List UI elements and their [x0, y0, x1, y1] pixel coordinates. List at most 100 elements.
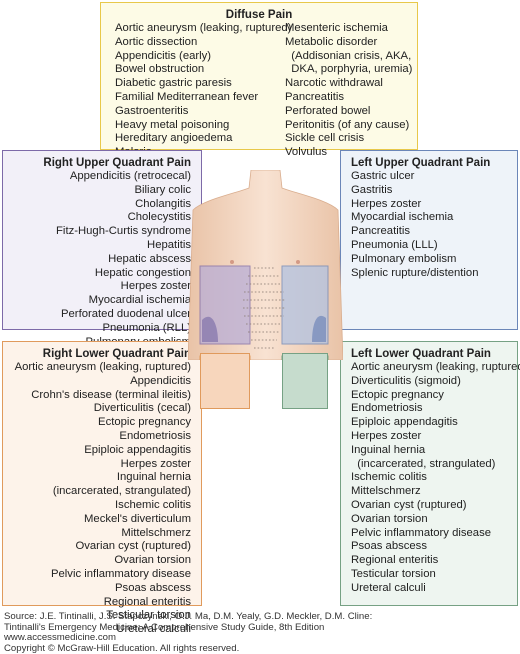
list-item: (Addisonian crisis, AKA, [285, 49, 412, 62]
source-citation: Source: J.E. Tintinalli, J.S. Stapczynsk… [4, 611, 373, 654]
copyright: Copyright © McGraw-Hill Education. All r… [4, 642, 240, 654]
list-item: Pelvic inflammatory disease [50, 567, 191, 580]
list-item: Pancreatitis [351, 225, 411, 238]
list-item: Aortic aneurysm (leaking, ruptured) [351, 361, 520, 373]
list-item: Regional enteritis [103, 595, 191, 608]
list-item: Cholangitis [135, 197, 191, 210]
list-item: Hepatic abscess [108, 252, 191, 265]
list-item: Peritonitis (of any cause) [285, 118, 410, 131]
list-item: Familial Mediterranean fever [115, 90, 259, 103]
list-item: Narcotic withdrawal [285, 77, 383, 90]
list-item: Ovarian cyst (ruptured) [351, 498, 467, 511]
list-item: Ovarian torsion [114, 554, 191, 567]
list-item: Herpes zoster [351, 197, 422, 210]
list-item: Regional enteritis [351, 554, 439, 567]
rlq-list: Aortic aneurysm (leaking, ruptured)Appen… [7, 361, 191, 637]
luq-pain-title: Left Upper Quadrant Pain [351, 157, 491, 169]
list-item: Gastric ulcer [351, 170, 415, 182]
list-item: DKA, porphyria, uremia) [285, 63, 413, 76]
diffuse-pain-title: Diffuse Pain [225, 9, 293, 21]
source-line-1: Source: J.E. Tintinalli, J.S. Stapczynsk… [4, 611, 373, 622]
ruq-pain-title: Right Upper Quadrant Pain [43, 157, 191, 169]
rlq-pain-box: Right Lower Quadrant Pain Aortic aneurys… [2, 341, 202, 635]
list-item: Hereditary angioedema [115, 132, 233, 145]
list-item: Mittelschmerz [351, 485, 421, 498]
spleen-shade [312, 315, 326, 342]
left-nipple [296, 260, 300, 264]
ruq-pain-box: Right Upper Quadrant Pain Appendicitis (… [2, 150, 202, 348]
list-item: Ectopic pregnancy [98, 416, 191, 429]
torso-illustration [188, 170, 343, 360]
llq-region-tab [282, 353, 328, 409]
diffuse-col1: Aortic aneurysm (leaking, ruptured)Aorti… [115, 22, 292, 160]
list-item: Appendicitis [130, 374, 191, 387]
list-item: (incarcerated, strangulated) [52, 485, 191, 498]
diffuse-pain-box: Diffuse Pain Aortic aneurysm (leaking, r… [100, 2, 418, 158]
list-item: Aortic aneurysm (leaking, ruptured) [115, 22, 292, 34]
list-item: Herpes zoster [120, 280, 191, 293]
list-item: Metabolic disorder [285, 35, 378, 48]
source-line-2: Tintinalli's Emergency Medicine: A Compr… [4, 621, 325, 633]
list-item: Biliary colic [134, 183, 192, 196]
list-item: Perforated duodenal ulcer [60, 307, 191, 320]
list-item: (incarcerated, strangulated) [351, 457, 496, 470]
list-item: Appendicitis (retrocecal) [69, 170, 191, 182]
list-item: Sickle cell crisis [285, 132, 365, 145]
list-item: Testicular torsion [351, 567, 436, 580]
list-item: Pneumonia (RLL) [102, 321, 191, 334]
rib-lines [243, 267, 285, 349]
list-item: Epiploic appendagitis [84, 443, 191, 456]
list-item: Mesenteric ischemia [285, 22, 388, 34]
list-item: Bowel obstruction [115, 63, 205, 76]
llq-list: Aortic aneurysm (leaking, ruptured)Diver… [351, 361, 520, 596]
source-url[interactable]: www.accessmedicine.com [4, 632, 116, 643]
list-item: Pancreatitis [285, 90, 345, 103]
list-item: Epiploic appendagitis [351, 416, 458, 429]
list-item: Herpes zoster [351, 429, 422, 442]
list-item: Hepatic congestion [94, 266, 191, 279]
list-item: Inguinal hernia [351, 443, 426, 456]
list-item: Ureteral calculi [116, 623, 191, 636]
list-item: Aortic dissection [115, 35, 198, 48]
list-item: Appendicitis (early) [115, 49, 212, 62]
list-item: Testicular torsion [106, 609, 191, 622]
llq-pain-box: Left Lower Quadrant Pain Aortic aneurysm… [340, 341, 520, 606]
list-item: Ischemic colitis [351, 471, 427, 484]
list-item: Gastritis [351, 183, 393, 196]
list-item: Aortic aneurysm (leaking, ruptured) [14, 361, 191, 373]
list-item: Myocardial ischemia [88, 294, 191, 307]
list-item: Mittelschmerz [121, 526, 191, 539]
list-item: Ovarian torsion [351, 512, 428, 525]
list-item: Psoas abscess [115, 581, 191, 594]
list-item: Herpes zoster [120, 457, 191, 470]
list-item: Ureteral calculi [351, 581, 426, 594]
list-item: Ischemic colitis [115, 498, 191, 511]
list-item: Diverticulitis (sigmoid) [351, 374, 461, 387]
list-item: Cholecystitis [127, 211, 191, 224]
list-item: Pneumonia (LLL) [351, 238, 438, 251]
list-item: Myocardial ischemia [351, 211, 454, 224]
list-item: Gastroenteritis [115, 104, 189, 117]
liver-shade [202, 316, 218, 342]
list-item: Perforated bowel [285, 104, 371, 117]
list-item: Endometriosis [119, 429, 191, 442]
list-item: Hepatitis [147, 238, 191, 251]
list-item: Crohn's disease (terminal ileitis) [31, 388, 191, 401]
right-nipple [230, 260, 234, 264]
list-item: Ovarian cyst (ruptured) [75, 540, 191, 553]
list-item: Pulmonary embolism [351, 252, 457, 265]
list-item: Diabetic gastric paresis [115, 77, 232, 90]
llq-pain-title: Left Lower Quadrant Pain [351, 348, 491, 360]
list-item: Diverticulitis (cecal) [93, 402, 191, 415]
list-item: Endometriosis [351, 402, 423, 415]
list-item: Volvulus [285, 146, 328, 159]
list-item: Splenic rupture/distention [351, 266, 479, 279]
list-item: Psoas abscess [351, 540, 427, 553]
list-item: Inguinal hernia [116, 471, 191, 484]
list-item: Meckel's diverticulum [84, 512, 191, 525]
list-item: Fitz-Hugh-Curtis syndrome [56, 225, 191, 238]
